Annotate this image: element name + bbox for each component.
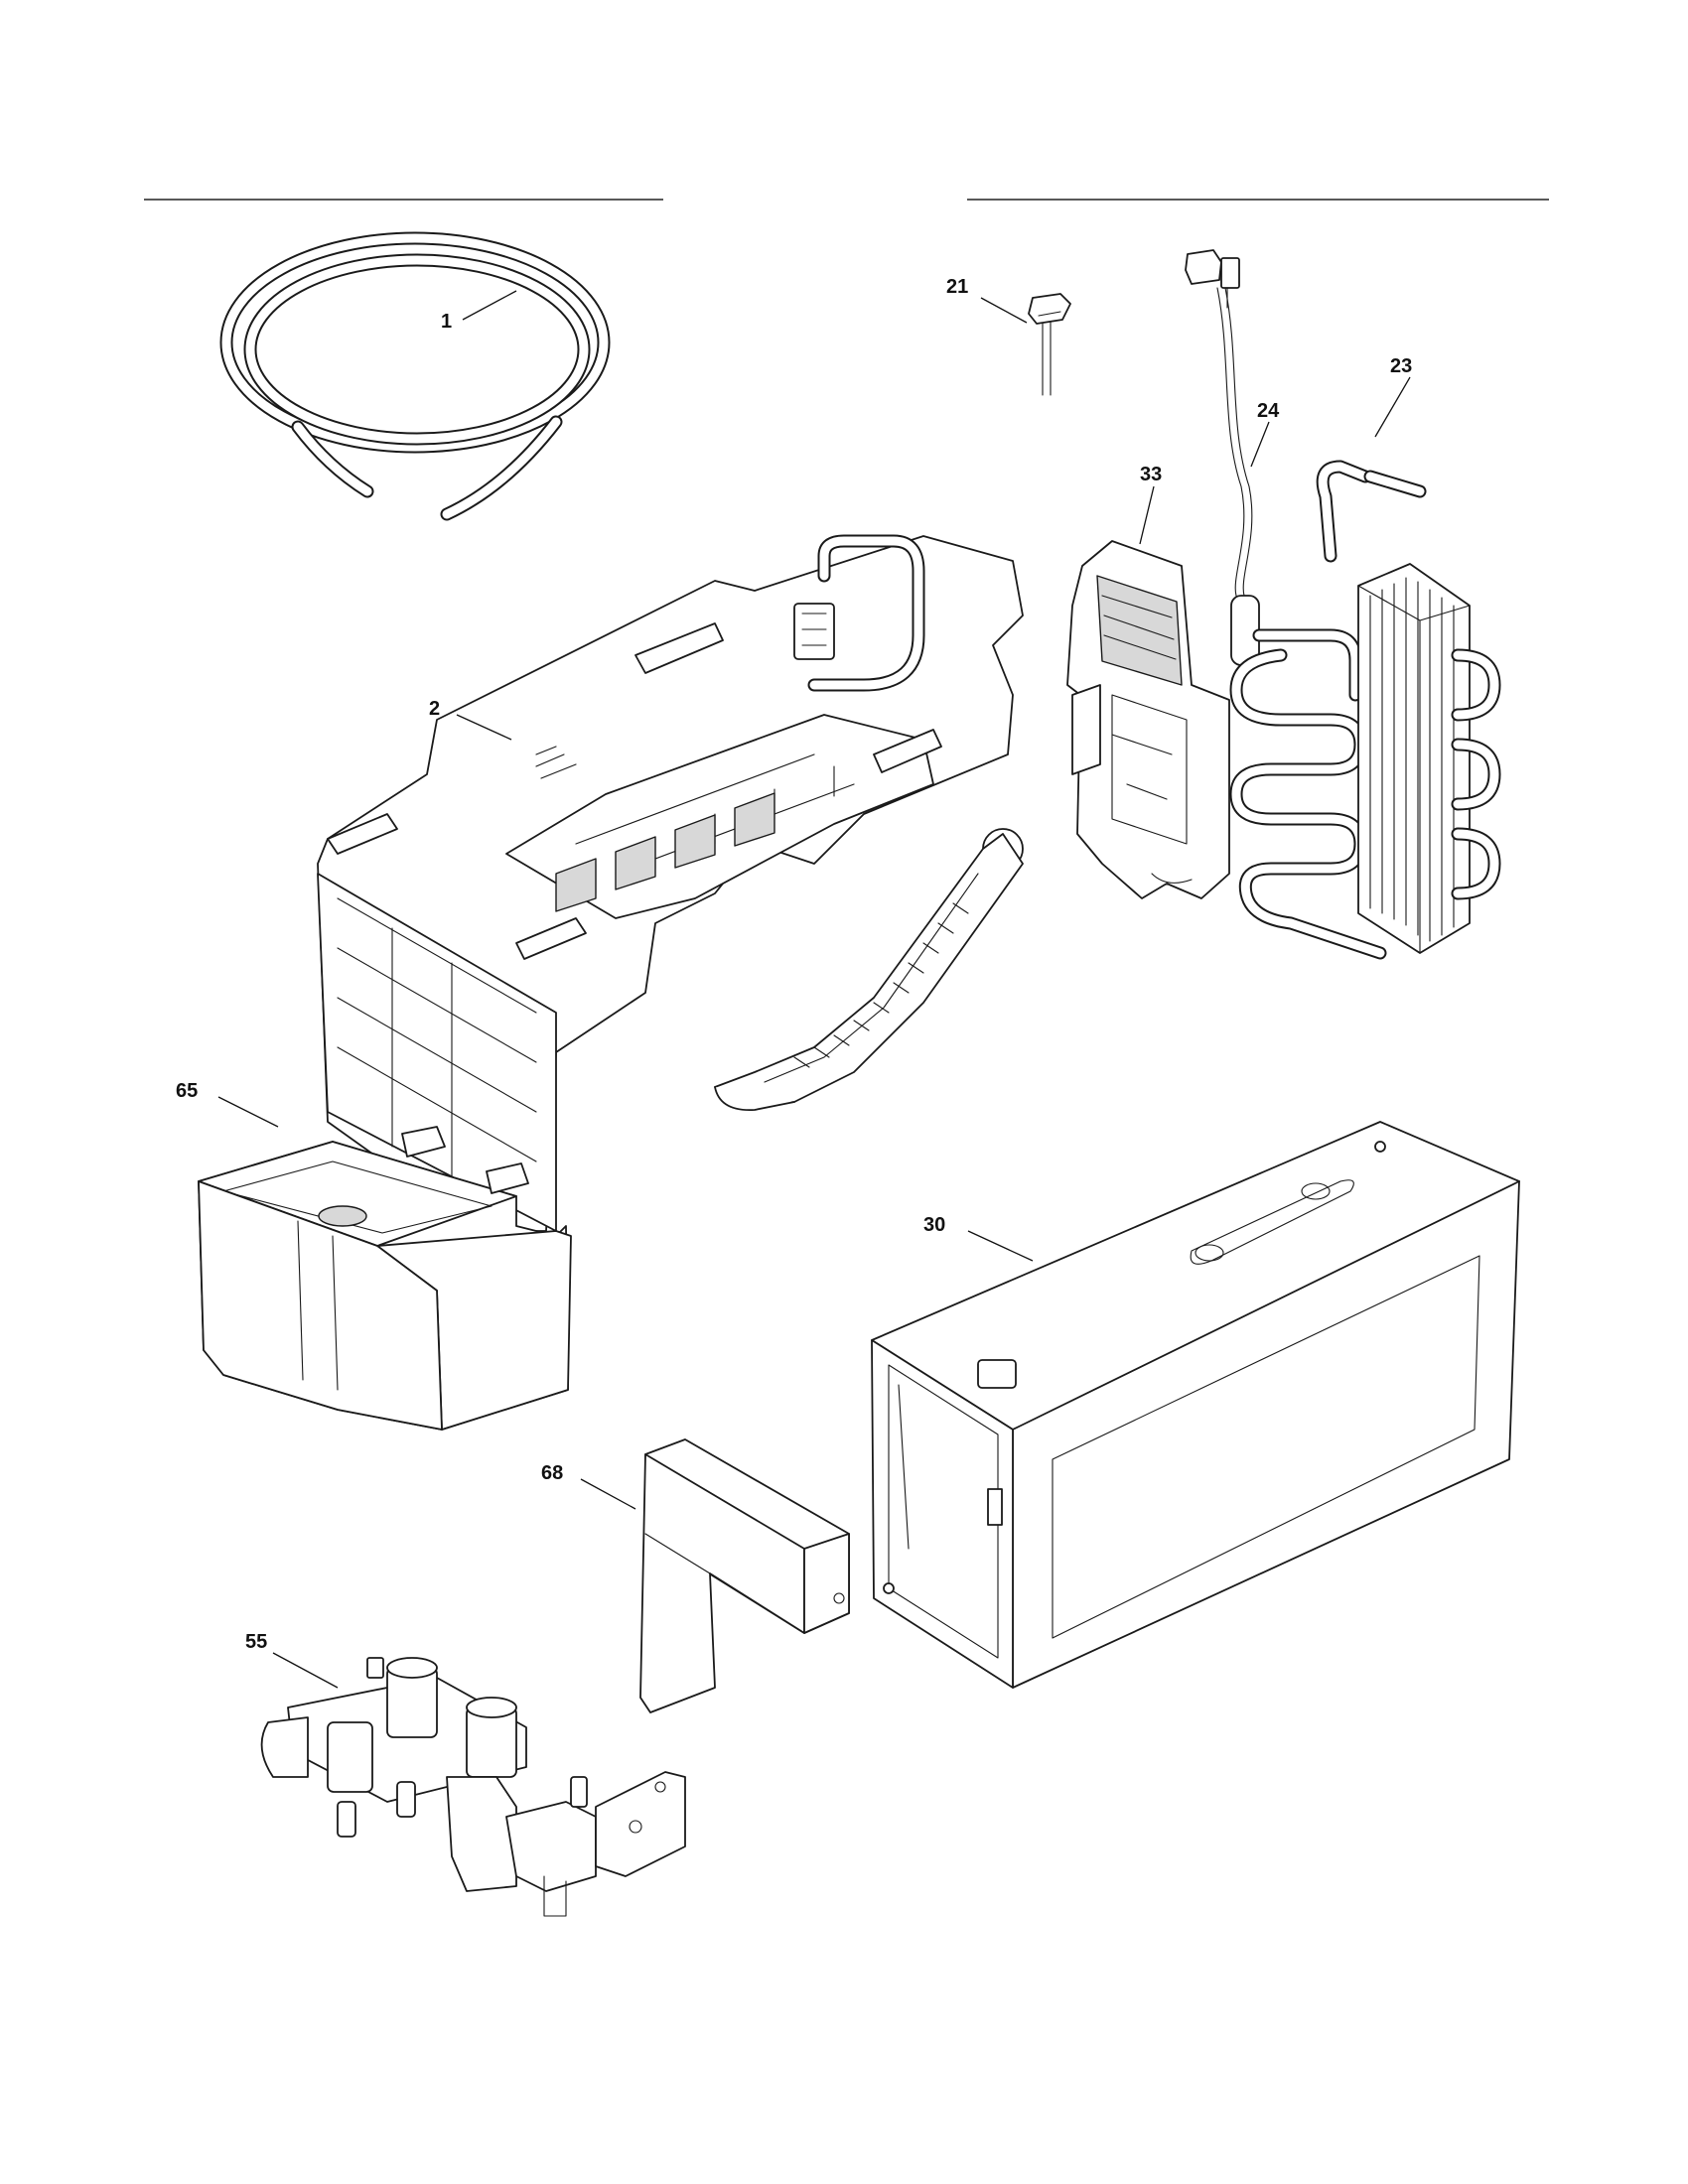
callout-33: 33 [1140, 464, 1162, 485]
callout-1: 1 [441, 311, 452, 333]
leader-65 [217, 1096, 279, 1128]
coiled-tube-icon[interactable] [219, 231, 611, 521]
chute-cover-icon[interactable] [639, 1438, 850, 1713]
leader-2 [456, 714, 512, 741]
ice-bin-housing-icon[interactable] [871, 1121, 1520, 1689]
leader-23 [1374, 376, 1411, 438]
water-valve-icon[interactable] [260, 1657, 686, 1917]
callout-24: 24 [1257, 400, 1280, 422]
callout-21: 21 [946, 276, 968, 298]
bucket-icon[interactable] [198, 1126, 572, 1431]
wire-harness-icon[interactable] [1185, 249, 1260, 666]
leader-30 [967, 1230, 1034, 1262]
callout-2: 2 [429, 698, 440, 720]
evaporator-coil-icon[interactable] [1229, 460, 1501, 960]
callout-55: 55 [245, 1631, 267, 1653]
leader-68 [580, 1478, 636, 1510]
leader-24 [1250, 421, 1270, 468]
ice-maker-assembly-icon[interactable] [317, 534, 1024, 1232]
leader-55 [272, 1652, 339, 1689]
callout-23: 23 [1390, 355, 1412, 377]
leader-1 [462, 290, 517, 321]
callout-30: 30 [923, 1214, 945, 1236]
leader-21 [980, 297, 1028, 324]
callout-68: 68 [541, 1462, 563, 1484]
leader-33 [1139, 485, 1155, 545]
bracket-cover-icon[interactable] [1066, 540, 1230, 899]
callout-65: 65 [176, 1080, 198, 1102]
sensor-plug-icon[interactable] [1028, 293, 1071, 396]
